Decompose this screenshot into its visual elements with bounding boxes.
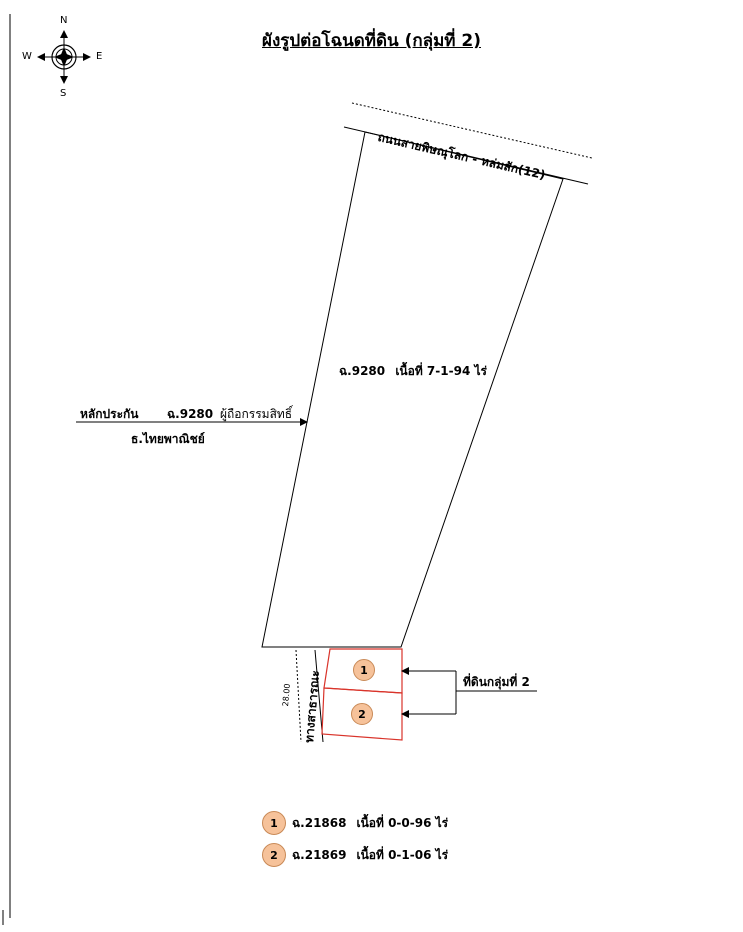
public-way-dotted-line (295, 649, 302, 743)
legend-deed-1: ฉ.21868 (292, 815, 347, 830)
main-parcel-outline (261, 131, 564, 648)
compass-north-label: N (60, 15, 68, 26)
group-arrowhead-2 (401, 710, 409, 718)
road-dotted-line (351, 102, 593, 159)
page-title: ผังรูปต่อโฉนดที่ดิน (กลุ่มที่ 2) (262, 31, 481, 51)
legend-area-1: เนื้อที่ 0-0-96 ไร่ (356, 815, 449, 830)
legend-deed-2: ฉ.21869 (292, 847, 347, 862)
compass-icon (37, 30, 91, 84)
guarantee-holder: ธ.ไทยพาณิชย์ (131, 432, 205, 446)
compass-west-label: W (22, 51, 32, 62)
public-way-edge-line (314, 649, 324, 743)
group-label: ที่ดินกลุ่มที่ 2 (463, 675, 530, 689)
guarantee-arrowhead (300, 418, 308, 426)
guarantee-deed: ฉ.9280 (167, 407, 214, 421)
legend-area-2: เนื้อที่ 0-1-06 ไร่ (356, 847, 449, 862)
legend-item-parcel-2: 2 ฉ.21869 เนื้อที่ 0-1-06 ไร่ (262, 843, 448, 867)
legend-badge-2: 2 (262, 843, 286, 867)
parcel-1-badge: 1 (353, 659, 375, 681)
legend-badge-1: 1 (262, 811, 286, 835)
compass-east-label: E (96, 51, 103, 62)
main-parcel-area: เนื้อที่ 7-1-94 ไร่ (395, 364, 487, 378)
parcel-2-outline (321, 687, 403, 741)
parcel-2-badge: 2 (351, 703, 373, 725)
main-parcel-label: ฉ.9280 เนื้อที่ 7-1-94 ไร่ (339, 362, 487, 381)
group-arrowhead-1 (401, 667, 409, 675)
compass-south-label: S (60, 88, 67, 99)
main-parcel-deed: ฉ.9280 (339, 364, 386, 378)
legend-item-parcel-1: 1 ฉ.21868 เนื้อที่ 0-0-96 ไร่ (262, 811, 448, 835)
guarantee-holder-label: ผู้ถือกรรมสิทธิ์ (220, 407, 293, 421)
guarantee-label: หลักประกัน (80, 407, 139, 421)
